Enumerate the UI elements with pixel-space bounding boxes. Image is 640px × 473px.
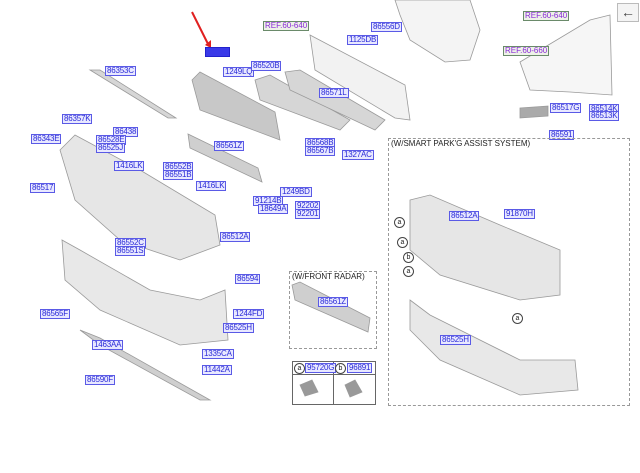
part-label[interactable]: 1327AC	[342, 150, 374, 160]
part-label[interactable]: 86551B	[163, 170, 194, 180]
sensor-a	[299, 379, 319, 397]
part-label[interactable]: 86517	[30, 183, 56, 193]
part-label[interactable]: 86565F	[40, 309, 70, 319]
part-label[interactable]: 86512A	[449, 211, 480, 221]
arrow-left-icon: ←	[621, 4, 635, 20]
part-label[interactable]: 92201	[295, 209, 321, 219]
sensor-b	[344, 379, 363, 398]
back-button[interactable]: ←	[617, 3, 639, 22]
lower-bumper-spas	[409, 299, 579, 396]
radar-grille	[291, 281, 371, 333]
part-label[interactable]: 86517G	[550, 103, 582, 113]
part-label[interactable]: 86525H	[223, 323, 254, 333]
lower-grille	[187, 133, 263, 183]
front-radar-section	[289, 271, 377, 349]
ref-label[interactable]: REF.60-660	[503, 46, 550, 56]
part-label[interactable]: 86512A	[220, 232, 251, 242]
fender	[519, 14, 613, 96]
marker-a: a	[394, 217, 405, 228]
marker-a: a	[512, 313, 523, 324]
part-label[interactable]: 1244FD	[233, 309, 265, 319]
marker-a: a	[403, 266, 414, 277]
bracket-86517g	[519, 105, 549, 119]
part-label[interactable]: 86594	[235, 274, 261, 284]
part-label[interactable]: 1335CA	[202, 349, 234, 359]
absorber-upper	[254, 74, 351, 131]
part-label[interactable]: 86353C	[105, 66, 136, 76]
part-label[interactable]: 95720G	[305, 363, 337, 373]
part-label[interactable]: 11442A	[202, 365, 232, 375]
ref-label[interactable]: REF.60-640	[263, 21, 310, 31]
part-label[interactable]: 86556D	[371, 22, 402, 32]
part-label[interactable]: 96891	[347, 363, 373, 373]
part-label[interactable]: 1249LQ	[223, 67, 255, 77]
smart-park-assist-section	[388, 138, 630, 406]
part-label[interactable]: 1416LK	[114, 161, 145, 171]
part-label[interactable]: 91870H	[504, 209, 535, 219]
marker-b: b	[403, 252, 414, 263]
marker-a: a	[397, 237, 408, 248]
part-label[interactable]: 86561Z	[318, 297, 348, 307]
part-label[interactable]: 86525J	[96, 143, 126, 153]
part-label[interactable]: 1125DB	[347, 35, 379, 45]
part-label[interactable]: 86567B	[305, 146, 336, 156]
part-label[interactable]: 86343E	[31, 134, 62, 144]
part-label[interactable]: 86571L	[319, 88, 349, 98]
lower-bumper	[61, 239, 229, 346]
cover-upper	[88, 69, 178, 119]
marker-a: a	[294, 363, 305, 374]
radiator-grille	[191, 71, 281, 141]
part-label[interactable]: 86513K	[589, 111, 620, 121]
part-label[interactable]: 1249BD	[280, 187, 312, 197]
part-label[interactable]: 86525H	[440, 335, 471, 345]
section-caption: (W/FRONT RADAR)	[292, 272, 365, 281]
marker-b: b	[335, 363, 346, 374]
part-label[interactable]: 1416LK	[196, 181, 227, 191]
radiator-support	[394, 0, 481, 63]
part-label[interactable]: 86591	[549, 130, 575, 140]
part-label-selected[interactable]: 86350	[205, 47, 231, 57]
selection-arrow	[191, 11, 209, 45]
ref-label[interactable]: REF.60-640	[523, 11, 570, 21]
absorber-lower	[284, 69, 386, 131]
bumper-cover-spas	[409, 194, 561, 301]
part-label[interactable]: 86357K	[62, 114, 93, 124]
bumper-beam	[309, 34, 411, 121]
part-label[interactable]: 18649A	[258, 204, 289, 214]
part-label[interactable]: 86561Z	[214, 141, 244, 151]
part-label[interactable]: 86590F	[85, 375, 115, 385]
part-label[interactable]: 86520B	[251, 61, 282, 71]
part-label[interactable]: 1463AA	[92, 340, 124, 350]
part-label[interactable]: 86551S	[115, 246, 146, 256]
section-caption: (W/SMART PARK'G ASSIST SYSTEM)	[391, 139, 531, 148]
sensor-table: a 95720G b 96891	[292, 361, 376, 405]
